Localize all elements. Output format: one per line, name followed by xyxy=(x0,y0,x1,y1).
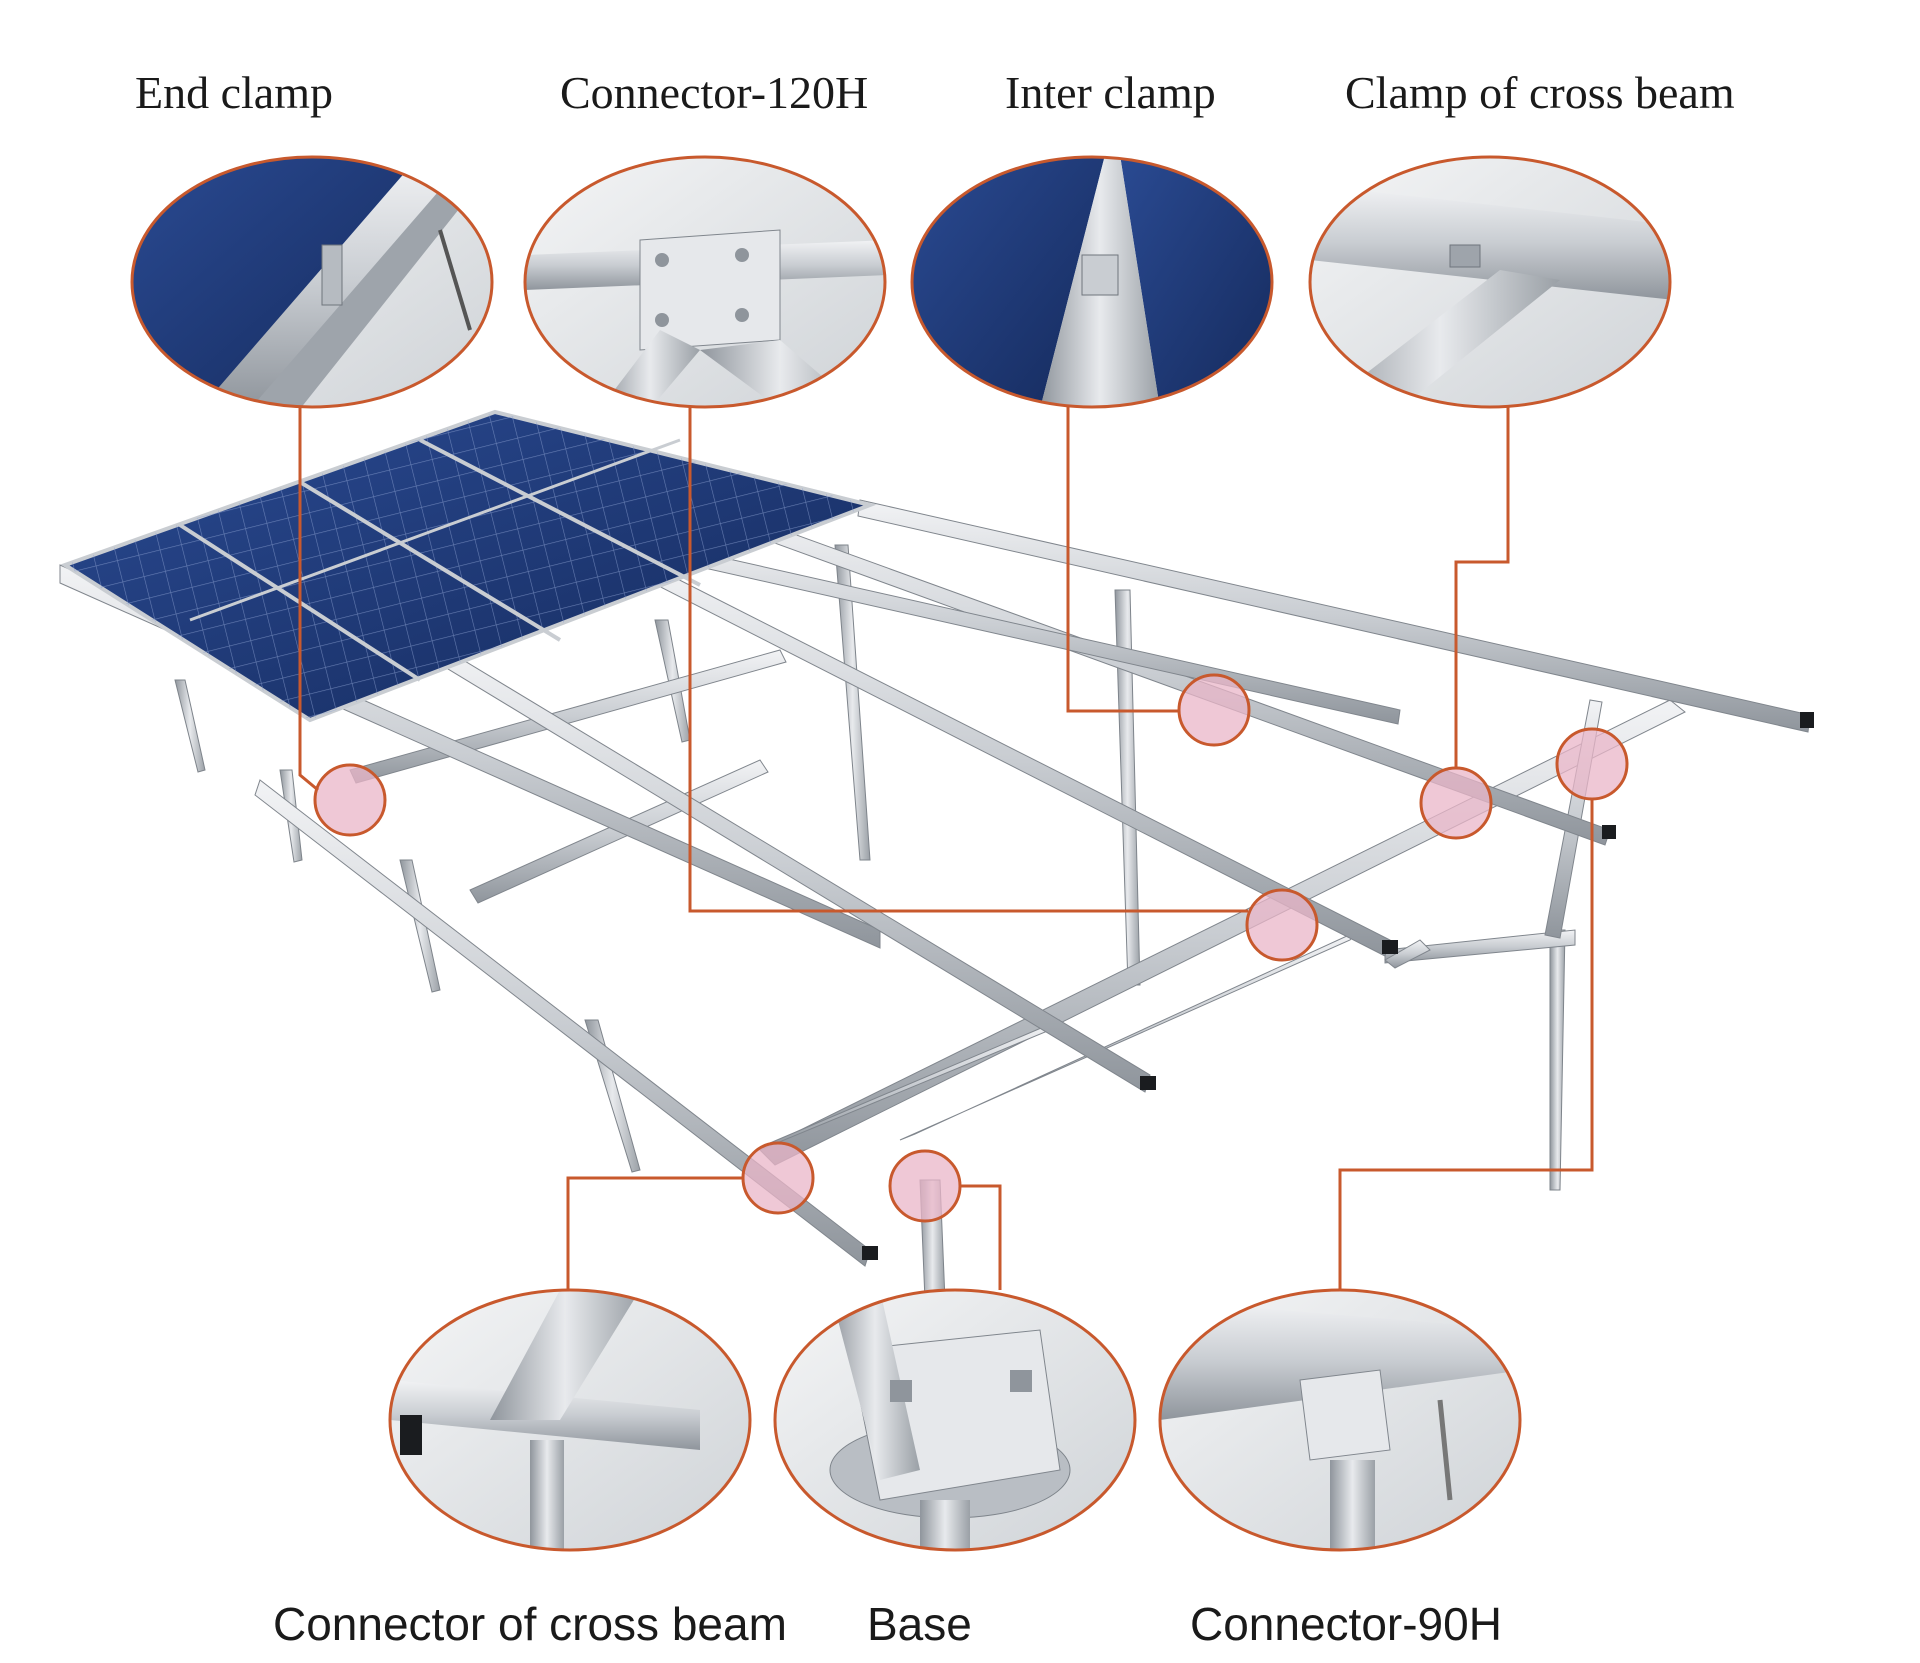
marker-connector-90h xyxy=(1555,727,1629,801)
label-end-clamp: End clamp xyxy=(135,67,333,118)
marker-clamp-cross-beam xyxy=(1419,766,1493,840)
marker-end-clamp xyxy=(313,763,387,837)
end-clamp-detail-icon xyxy=(130,155,494,409)
inter-clamp-detail-icon xyxy=(910,155,1274,409)
mounting-structure xyxy=(59,409,1814,1301)
label-connector-90h: Connector-90H xyxy=(1190,1598,1502,1650)
detail-connector-90h xyxy=(1158,1288,1522,1552)
detail-end-clamp xyxy=(130,155,494,409)
label-inter-clamp: Inter clamp xyxy=(1005,67,1216,118)
detail-connector-120h xyxy=(523,155,887,409)
detail-inter-clamp xyxy=(910,155,1274,409)
label-connector-120h: Connector-120H xyxy=(560,67,869,118)
connector-120h-detail-icon xyxy=(523,155,887,409)
cross-beam-connector-detail-icon xyxy=(388,1288,752,1552)
highlight-markers xyxy=(313,673,1629,1223)
marker-connector-cross-beam xyxy=(741,1141,815,1215)
cross-beam-clamp-detail-icon xyxy=(1308,155,1672,409)
marker-connector-120h xyxy=(1245,888,1319,962)
marker-base xyxy=(888,1149,962,1223)
detail-cross-beam-connector xyxy=(388,1288,752,1552)
base-plate-detail-icon xyxy=(773,1288,1137,1552)
label-clamp-cross-beam: Clamp of cross beam xyxy=(1345,67,1735,118)
label-connector-cross-beam: Connector of cross beam xyxy=(273,1598,787,1650)
detail-base xyxy=(773,1288,1137,1552)
label-base: Base xyxy=(867,1598,972,1650)
detail-cross-beam-clamp xyxy=(1308,155,1672,409)
marker-inter-clamp xyxy=(1177,673,1251,747)
connector-90h-detail-icon xyxy=(1158,1288,1522,1552)
rail-end-caps xyxy=(862,712,1814,1260)
leader-lines xyxy=(298,407,1594,1290)
